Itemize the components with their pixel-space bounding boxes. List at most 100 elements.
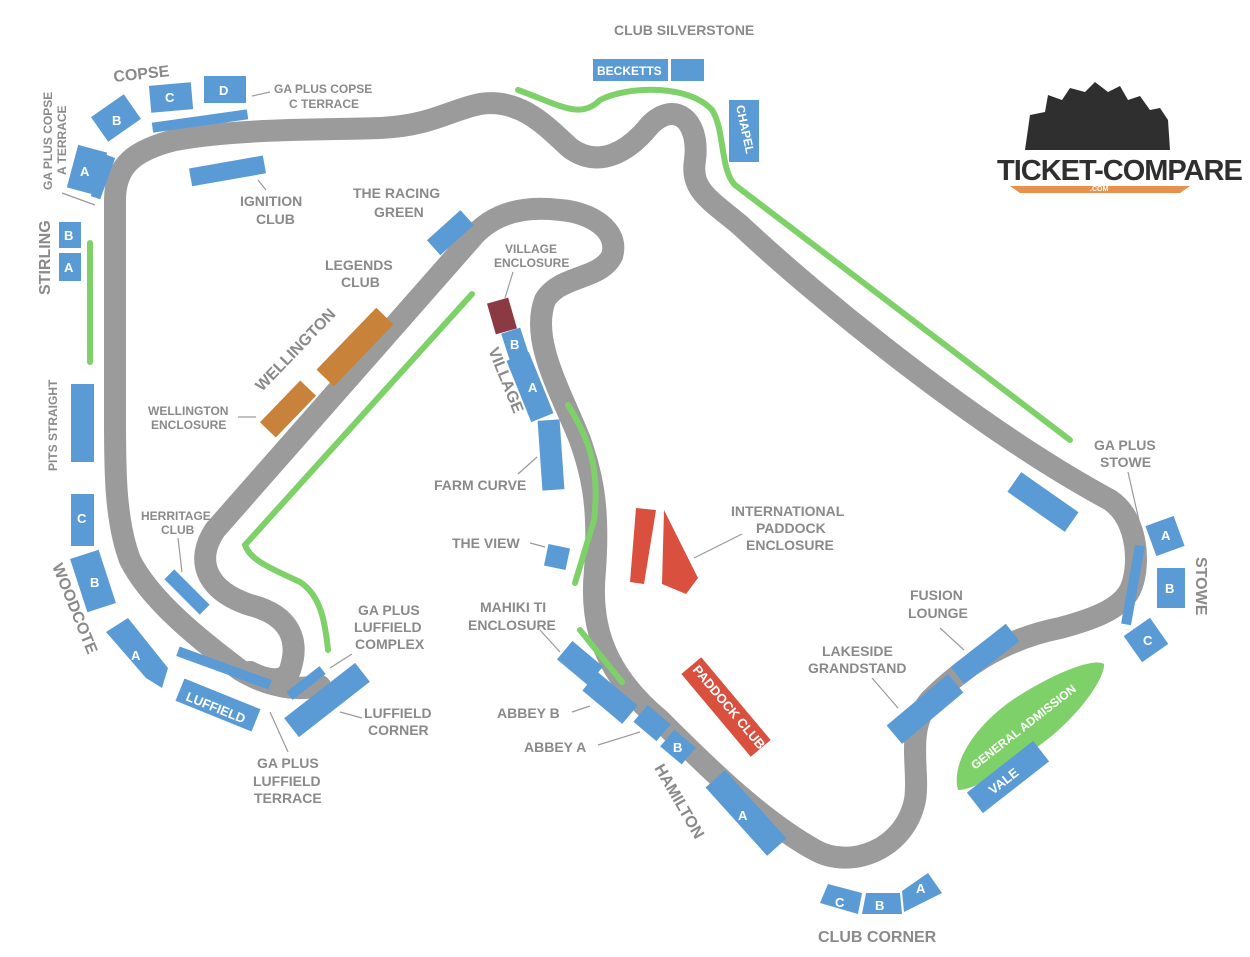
ga-line-wellington [241, 291, 475, 653]
farm-curve-stand[interactable] [537, 419, 565, 491]
abbey-a-label: ABBEY A [524, 739, 586, 755]
leader-lakeside [871, 677, 899, 709]
copse-d-stand[interactable] [204, 76, 246, 103]
mahiki-label-1: MAHIKI TI [480, 599, 546, 615]
international-paddock-label-3: ENCLOSURE [746, 537, 834, 553]
stowe-a-letter: A [1161, 528, 1171, 543]
ga-plus-stowe-label-2: STOWE [1100, 454, 1151, 470]
lakeside-label-2: GRANDSTAND [808, 660, 907, 676]
legends-club-label-2: CLUB [341, 274, 380, 290]
leader-abbey-a [597, 731, 641, 746]
leader-mahiki [539, 629, 561, 653]
hamilton-a-stand[interactable] [705, 770, 787, 856]
leader-copse-a-terrace [61, 192, 96, 206]
stowe-label: STOWE [1192, 557, 1209, 616]
racing-green-stand[interactable] [426, 210, 474, 256]
club-corner-b-stand[interactable] [862, 893, 902, 914]
legends-club-stand[interactable] [316, 307, 394, 387]
ga-plus-luffield-terrace[interactable] [176, 646, 272, 690]
becketts-label: BECKETTS [597, 64, 662, 78]
luffield-corner-label-1: LUFFIELD [364, 705, 432, 721]
racing-green-label-1: THE RACING [353, 185, 440, 201]
luffield-corner-stand[interactable] [284, 662, 370, 738]
stowe-a-stand[interactable] [1145, 515, 1185, 557]
wellington-label: WELLINGTON [253, 306, 340, 395]
woodcote-c-letter: C [77, 511, 87, 526]
logo-text: TICKET-COMPARE [997, 155, 1243, 187]
leader-the-view [529, 542, 546, 548]
stowe-b-stand[interactable] [1157, 568, 1185, 608]
pits-straight-stand[interactable] [71, 384, 94, 462]
stirling-a-stand[interactable] [59, 253, 81, 281]
club-silverstone-stand[interactable] [671, 59, 704, 81]
stowe-terrace[interactable] [1121, 544, 1145, 626]
lakeside-label-1: LAKESIDE [822, 643, 893, 659]
village-enclosure-stand[interactable] [487, 297, 517, 335]
luffield-corner-label-2: CORNER [368, 722, 429, 738]
leader-ignition [257, 179, 267, 191]
leader-luffield-terrace [269, 711, 289, 753]
abbey-b-stand[interactable] [582, 672, 638, 724]
ga-plus-stowe-stand[interactable] [1007, 472, 1079, 532]
the-view-stand[interactable] [543, 543, 571, 571]
leader-abbey-b [571, 705, 591, 713]
international-paddock-label-1: INTERNATIONAL [731, 503, 845, 519]
hamilton-b-stand[interactable] [660, 729, 696, 765]
ga-plus-luffield-complex-label-2: LUFFIELD [354, 619, 422, 635]
abbey-a-stand[interactable] [633, 704, 671, 742]
mahiki-enclosure-stand[interactable] [556, 640, 604, 686]
leader-heritage [177, 537, 183, 573]
international-paddock-enclosure-right[interactable] [662, 510, 698, 594]
club-corner-a-letter: A [916, 881, 926, 896]
ga-plus-luffield-terrace-label-2: LUFFIELD [253, 773, 321, 789]
mahiki-label-2: ENCLOSURE [468, 617, 556, 633]
village-b-letter: B [510, 337, 519, 352]
stowe-c-stand[interactable] [1123, 617, 1169, 663]
hamilton-b-letter: B [673, 740, 682, 755]
ga-plus-copse-c-terrace[interactable] [151, 109, 249, 133]
hamilton-label: HAMILTON [651, 762, 707, 842]
chapel-stand[interactable] [729, 100, 759, 162]
ga-line-abbey [577, 627, 625, 685]
village-a-letter: A [528, 380, 538, 395]
vale-stand[interactable] [966, 740, 1050, 814]
legends-club-label-1: LEGENDS [325, 257, 393, 273]
stirling-b-stand[interactable] [59, 222, 81, 248]
paddock-club-stand[interactable] [681, 657, 771, 757]
international-paddock-enclosure-left[interactable] [630, 508, 656, 584]
heritage-club-stand[interactable] [164, 569, 210, 615]
becketts-stand[interactable] [593, 59, 668, 81]
ignition-club-label-2: CLUB [256, 211, 295, 227]
ga-line-farm [565, 402, 599, 586]
club-corner-c-stand[interactable] [820, 884, 862, 914]
fusion-lounge-stand[interactable] [950, 623, 1020, 685]
stirling-a-letter: A [64, 260, 74, 275]
village-b-stand[interactable] [501, 327, 529, 361]
ga-plus-copse-c-terrace-label-1: GA PLUS COPSE [274, 82, 372, 96]
ignition-club-label-1: IGNITION [240, 193, 302, 209]
fusion-lounge-label-2: LOUNGE [908, 605, 968, 621]
pits-straight-label: PITS STRAIGHT [46, 379, 60, 471]
woodcote-b-letter: B [90, 575, 99, 590]
woodcote-b-stand[interactable] [70, 549, 116, 613]
stowe-c-letter: C [1143, 633, 1153, 648]
leader-paddock [693, 533, 743, 559]
lakeside-grandstand-stand[interactable] [886, 674, 964, 744]
copse-b-stand[interactable] [91, 94, 141, 142]
heritage-club-label-2: CLUB [161, 523, 195, 537]
luffield-stand[interactable] [175, 678, 261, 732]
ga-plus-copse-a-terrace[interactable] [90, 154, 116, 200]
general-admission-area[interactable] [956, 662, 1105, 790]
woodcote-c-stand[interactable] [71, 494, 94, 546]
ignition-club-stand[interactable] [188, 155, 266, 187]
copse-c-stand[interactable] [148, 82, 194, 113]
wellington-enclosure-stand[interactable] [259, 380, 317, 438]
woodcote-a-stand[interactable] [106, 618, 168, 688]
leader-farm-curve [517, 456, 538, 475]
ga-plus-luffield-complex[interactable] [286, 666, 326, 700]
club-corner-a-stand[interactable] [902, 873, 942, 912]
village-a-stand[interactable] [506, 351, 554, 423]
copse-b-letter: B [112, 113, 121, 128]
leader-village-enclosure [504, 271, 514, 299]
racing-green-label-2: GREEN [374, 204, 424, 220]
